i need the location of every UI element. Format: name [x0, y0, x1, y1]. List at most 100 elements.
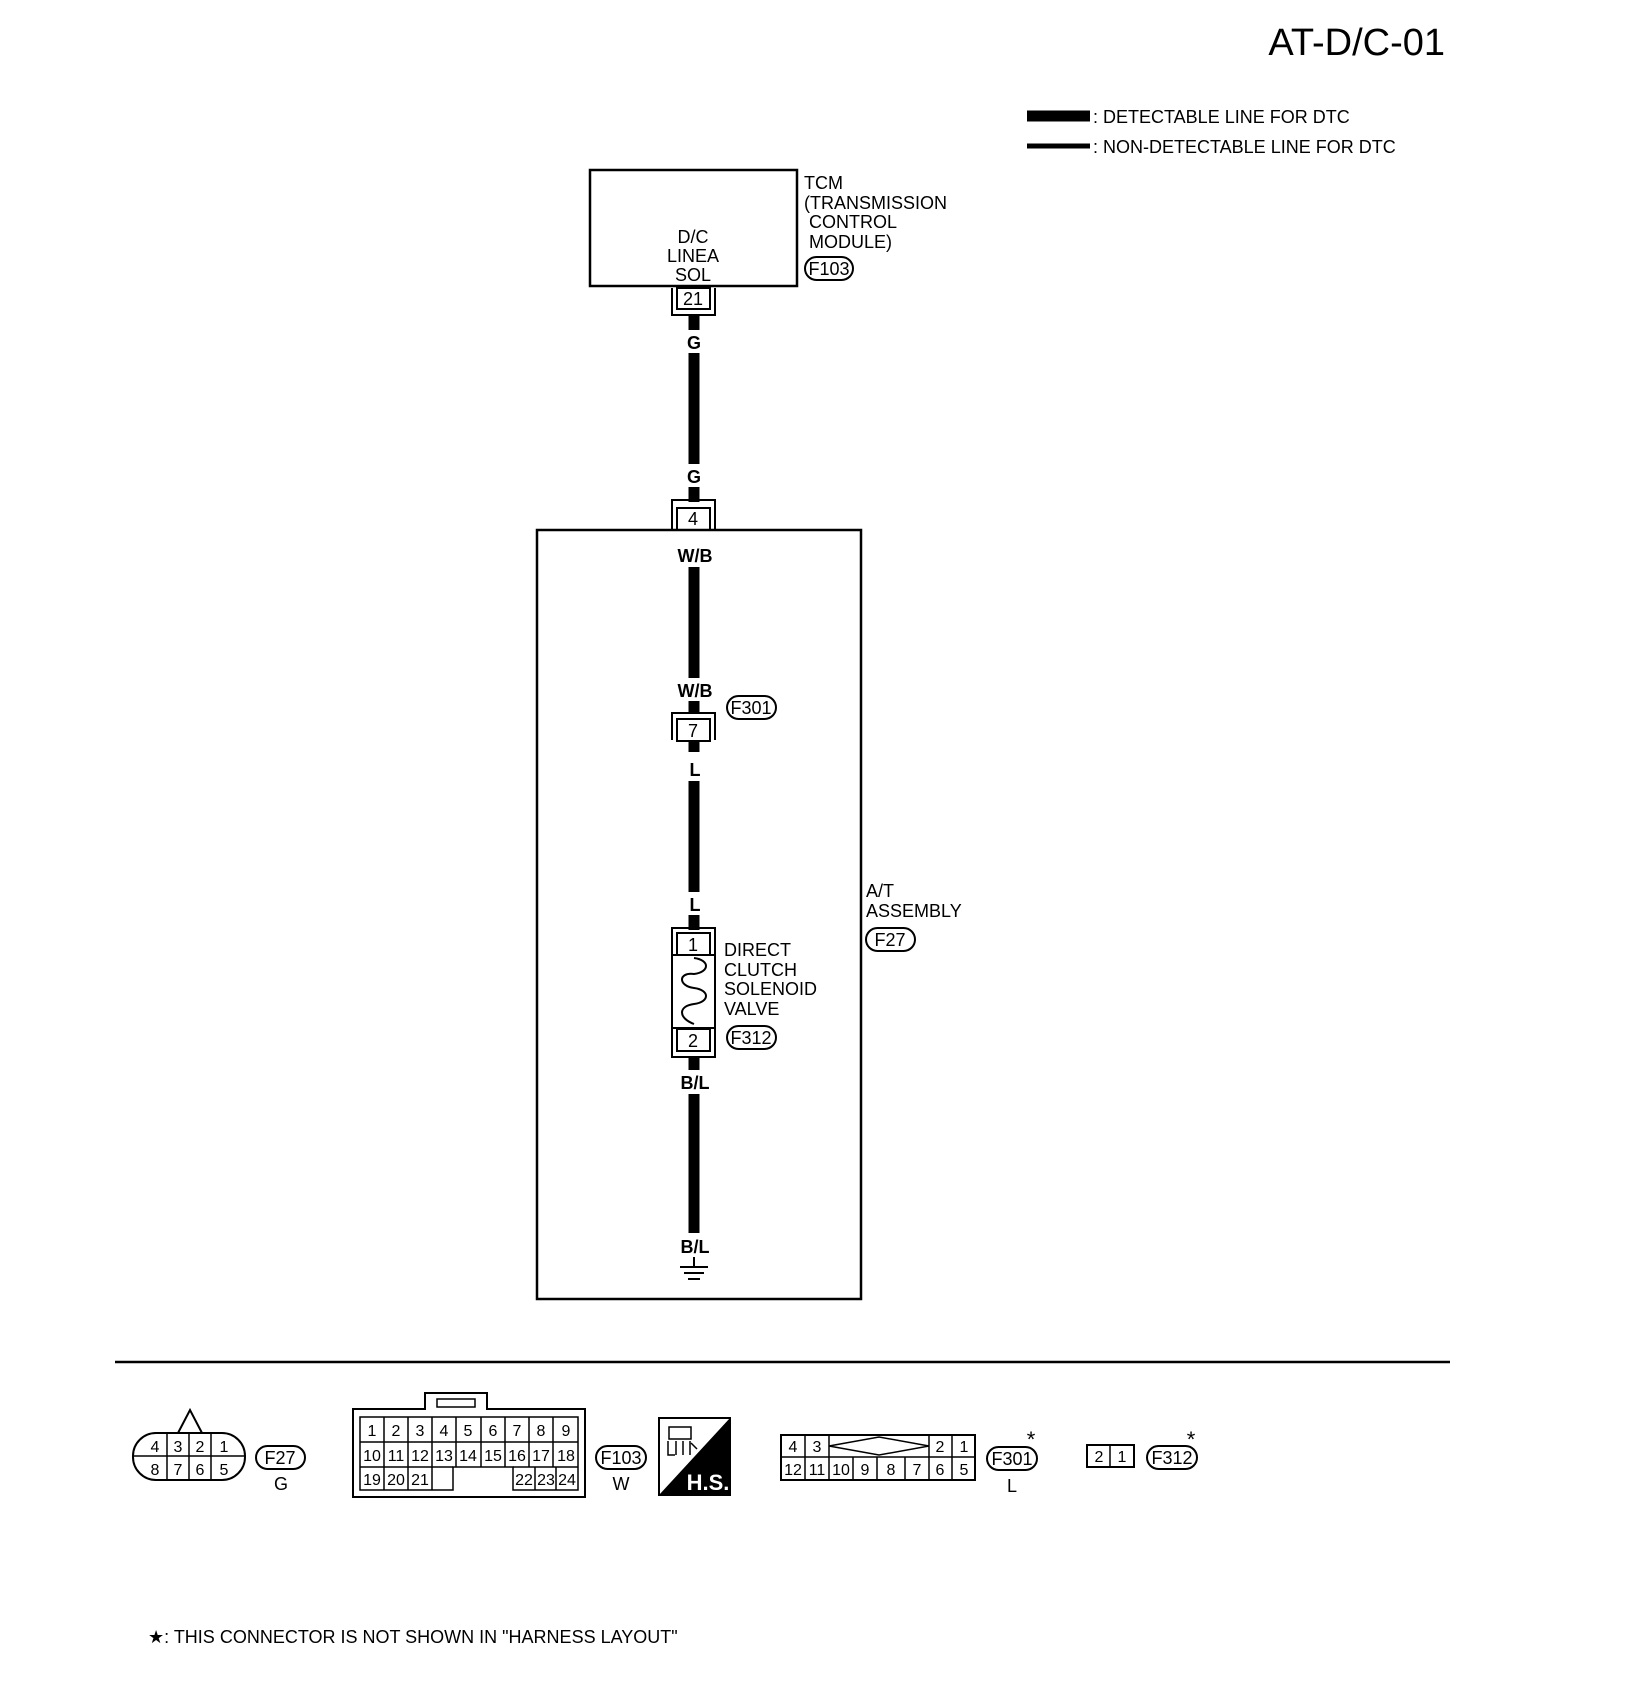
f301-junction: 7 F301 — [671, 695, 777, 742]
f27-connector-face: 4 3 2 1 8 7 6 5 F27 G — [132, 1407, 306, 1494]
f312-pin: 1 — [1118, 1449, 1127, 1466]
f103-pin: 1 — [368, 1423, 377, 1440]
f103-pin: 21 — [411, 1472, 429, 1489]
f103-row3 — [383, 1467, 557, 1490]
hand-connector-icon — [667, 1426, 698, 1456]
f103-color: W — [613, 1474, 630, 1494]
valve-label-2: CLUTCH — [724, 960, 797, 980]
wire-color-tcm-in: G — [687, 467, 701, 487]
f312-connector-face: 2 1 F312 * — [1086, 1427, 1198, 1470]
tcm-pin-box — [676, 287, 711, 310]
legend-detectable: : DETECTABLE LINE FOR DTC — [1093, 107, 1350, 127]
valve-pin-bottom: 2 — [688, 1031, 698, 1051]
f27-badge[interactable]: F27 — [255, 1445, 306, 1470]
f27-pin: 3 — [174, 1439, 183, 1456]
latch-icon — [436, 1398, 476, 1408]
f301-pin: 5 — [960, 1462, 969, 1479]
f103-pin: 20 — [387, 1472, 405, 1489]
f301-pin: 8 — [887, 1462, 896, 1479]
f103-pin: 22 — [515, 1472, 533, 1489]
f103-pin: 17 — [532, 1448, 550, 1465]
tcm: TCM (TRANSMISSION CONTROL MODULE) F103 D… — [588, 168, 947, 316]
f103-pin: 3 — [416, 1423, 425, 1440]
f301-connector-face: 4 3 2 1 12 11 10 9 8 7 6 5 F301 * L — [780, 1427, 1038, 1496]
f103-pin: 7 — [513, 1423, 522, 1440]
direct-clutch-solenoid-valve: 1 2 DIRECT CLUTCH SOLENOID VALVE F312 — [671, 927, 817, 1058]
f301-pin: 1 — [960, 1439, 969, 1456]
f301-pin: 4 — [789, 1439, 798, 1456]
connector-housing — [352, 1392, 586, 1498]
f103-id: F103 — [600, 1448, 641, 1468]
badge-outline — [726, 695, 777, 720]
valve-connector-badge[interactable]: F312 — [726, 1025, 777, 1050]
f103-pin: 15 — [484, 1448, 502, 1465]
f103-pin: 5 — [464, 1423, 473, 1440]
f301-pin: 2 — [936, 1439, 945, 1456]
f27-pin: 1 — [220, 1439, 229, 1456]
valve-label-1: DIRECT — [724, 940, 791, 960]
tcm-label-4: MODULE) — [804, 232, 892, 252]
f301-color: L — [1007, 1476, 1017, 1496]
tcm-box — [588, 168, 799, 288]
f27-pin: 8 — [151, 1462, 160, 1479]
tcm-connector-id: F103 — [808, 259, 849, 279]
f312-star: * — [1187, 1427, 1196, 1452]
valve-label-3: SOLENOID — [724, 979, 817, 999]
key-diamond-icon — [828, 1436, 930, 1456]
f27-color: G — [274, 1474, 288, 1494]
f312-face-id: F312 — [1151, 1448, 1192, 1468]
f301-pin-number: 7 — [688, 721, 698, 741]
at-pin-box — [676, 507, 711, 531]
f301-pin: 6 — [936, 1462, 945, 1479]
f103-badge[interactable]: F103 — [595, 1445, 647, 1470]
tcm-terminal-name-3: SOL — [675, 265, 711, 285]
f27-id: F27 — [264, 1448, 295, 1468]
f301-face-id: F301 — [991, 1449, 1032, 1469]
valve-body — [671, 954, 716, 1029]
legend: : DETECTABLE LINE FOR DTC : NON-DETECTAB… — [1027, 107, 1396, 157]
at-assembly: 4 A/T ASSEMBLY F27 — [535, 499, 962, 1301]
wire-color-ground: B/L — [681, 1237, 710, 1257]
harness-side-icon: H.S. — [658, 1417, 731, 1496]
legend-non-detectable: : NON-DETECTABLE LINE FOR DTC — [1093, 137, 1396, 157]
f103-pin: 9 — [562, 1423, 571, 1440]
valve-pin-top: 1 — [688, 935, 698, 955]
f103-pin: 10 — [363, 1448, 381, 1465]
at-pin-number: 4 — [688, 509, 698, 529]
at-connector-badge[interactable]: F27 — [865, 927, 916, 952]
f301-connector-badge[interactable]: F301 — [726, 695, 777, 720]
tcm-pin-number: 21 — [683, 289, 703, 309]
wire-color-f301-out: L — [690, 760, 701, 780]
footnote: ★: THIS CONNECTOR IS NOT SHOWN IN "HARNE… — [148, 1627, 678, 1647]
f301-face-badge[interactable]: F301 — [986, 1446, 1038, 1471]
f103-pin: 24 — [558, 1472, 576, 1489]
valve-label-4: VALVE — [724, 999, 779, 1019]
f103-pin: 16 — [508, 1448, 526, 1465]
wire-color-valve-in: L — [690, 895, 701, 915]
badge-outline — [804, 256, 854, 281]
f27-pin: 6 — [196, 1462, 205, 1479]
f301-star: * — [1027, 1427, 1036, 1452]
f103-row1 — [383, 1417, 554, 1442]
valve-pin-bottom-box — [676, 1028, 711, 1052]
f103-connector-face: 1 2 3 4 5 6 7 8 9 10 11 12 13 14 15 16 1… — [352, 1392, 647, 1498]
f103-pin: 13 — [435, 1448, 453, 1465]
f312-face-badge[interactable]: F312 — [1146, 1445, 1198, 1470]
f103-pin: 12 — [411, 1448, 429, 1465]
tcm-connector-badge[interactable]: F103 — [804, 256, 854, 281]
wire-color-valve-out: B/L — [681, 1073, 710, 1093]
pin-bracket — [671, 927, 716, 955]
badge-outline — [865, 927, 916, 952]
pin-bracket — [671, 499, 716, 530]
tcm-label-2: (TRANSMISSION — [804, 193, 947, 213]
f103-pin: 23 — [537, 1472, 555, 1489]
ground-icon — [680, 1257, 708, 1280]
at-label-2: ASSEMBLY — [866, 901, 962, 921]
hs-label: H.S. — [687, 1470, 730, 1495]
f301-pin: 9 — [861, 1462, 870, 1479]
f301-pin: 10 — [832, 1462, 850, 1479]
f312-pin: 2 — [1095, 1449, 1104, 1466]
valve-connector-id: F312 — [730, 1028, 771, 1048]
f103-pin: 2 — [392, 1423, 401, 1440]
badge-outline — [726, 1025, 777, 1050]
